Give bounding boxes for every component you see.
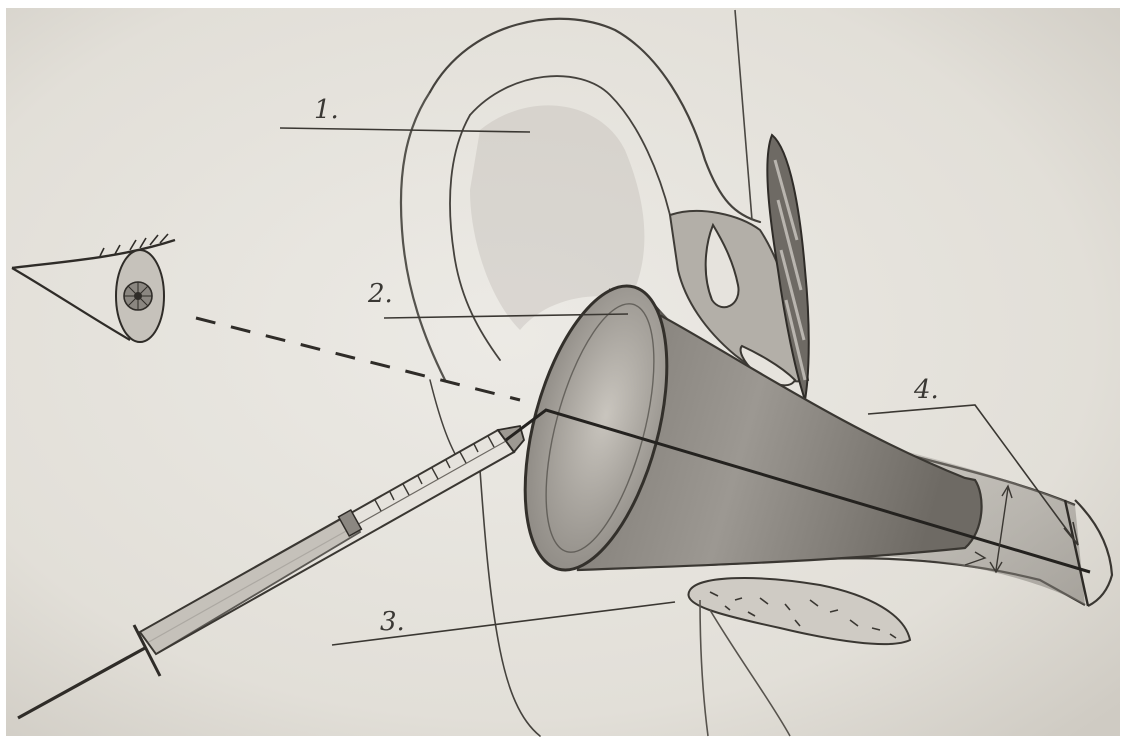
label-1: 1. — [314, 95, 339, 125]
label-3: 3. — [380, 607, 405, 637]
label-2: 2. — [367, 279, 393, 309]
label-4: 4. — [913, 375, 939, 405]
